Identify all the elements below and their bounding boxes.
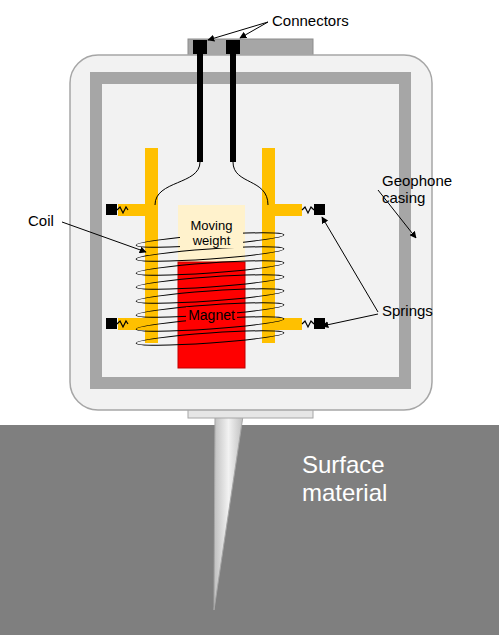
callout-label: Connectors <box>272 12 349 29</box>
callout-label: Geophone casing <box>382 172 466 207</box>
moving-weight: Moving weight <box>178 205 245 262</box>
surface-ground <box>0 425 499 635</box>
connector-pins <box>193 40 240 162</box>
surface-material: Surface material <box>0 425 499 635</box>
node-text: Magnet <box>186 307 237 323</box>
coil-wire <box>233 162 268 205</box>
callout-label: Coil <box>28 212 54 229</box>
leader-lines <box>62 22 416 326</box>
inner-frame <box>96 78 405 383</box>
node-text: Surface material <box>300 451 416 506</box>
callout-label: Springs <box>382 302 433 319</box>
moving-weight-body <box>178 205 245 262</box>
node-text: Moving weight <box>180 219 243 249</box>
ground-spike <box>214 416 243 610</box>
magnet: Magnet <box>178 262 245 368</box>
coil-wire <box>155 162 200 205</box>
coil-former <box>118 148 302 343</box>
magnet-body <box>178 262 245 368</box>
geophone-casing <box>70 55 432 410</box>
